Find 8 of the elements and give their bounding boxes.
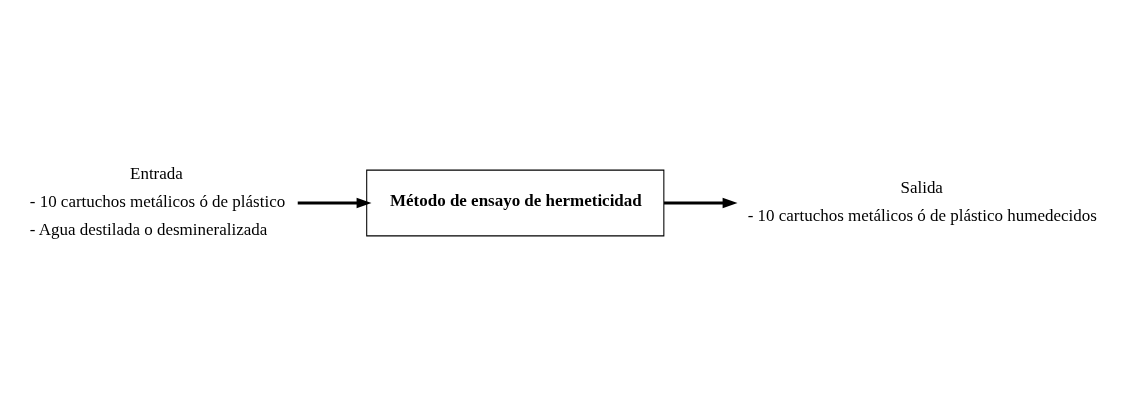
- node-label: - 10 cartuchos metálicos ó de plástico: [29, 191, 286, 211]
- node-label: - 10 cartuchos metálicos ó de plástico humedecidos: [747, 205, 1097, 225]
- node-text: Salida: [900, 177, 943, 197]
- node-box: Método de ensayo de hermeticidad: [366, 169, 665, 236]
- arrow: [664, 197, 738, 208]
- node-text: Entrada: [130, 163, 183, 183]
- arrow: [297, 197, 372, 208]
- node-label: - Agua destilada o desmineralizada: [29, 219, 268, 239]
